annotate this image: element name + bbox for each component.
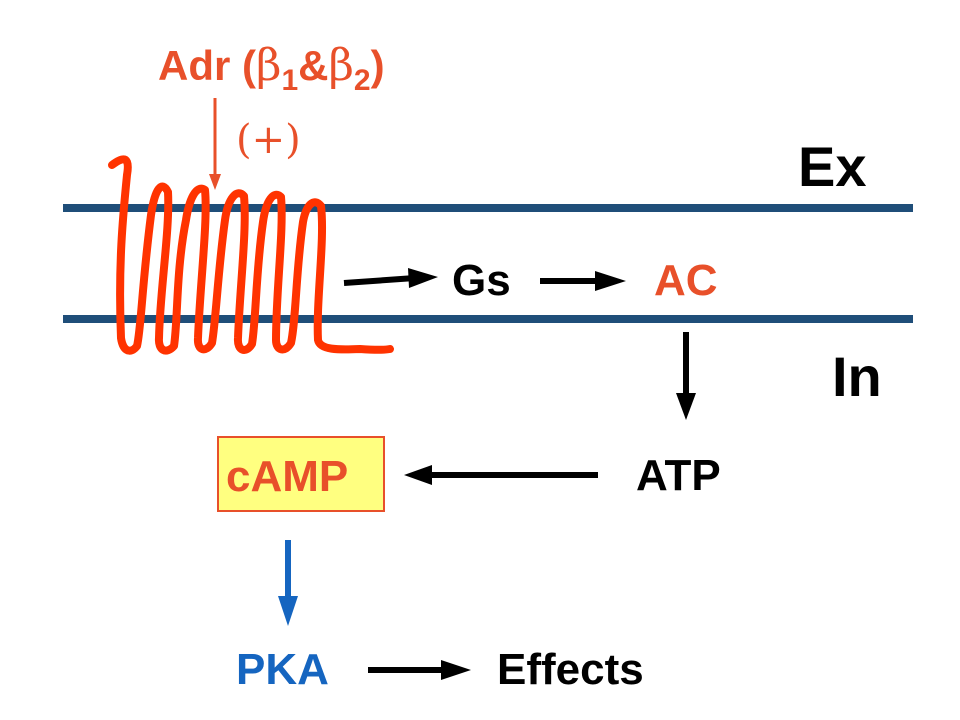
atp-to-camp-arrowhead xyxy=(404,465,432,485)
pka-to-effects-arrowhead xyxy=(441,660,471,680)
agonist-arrowhead xyxy=(209,174,221,190)
atp-label: ATP xyxy=(636,451,721,500)
camp-to-pka-arrowhead xyxy=(278,596,298,626)
camp-box xyxy=(217,436,385,512)
agonist-close-paren: ) xyxy=(370,42,385,89)
receptor-to-gs-arrow xyxy=(343,275,416,286)
receptor-to-gs-arrowhead xyxy=(408,268,438,288)
beta-subscript-1: 1 xyxy=(281,64,299,97)
beta-subscript-2: 2 xyxy=(353,64,371,97)
pka-label: PKA xyxy=(236,645,329,694)
seven-transmembrane-receptor-icon xyxy=(108,155,394,355)
beta-symbol-2: β xyxy=(328,40,354,91)
ac-label: AC xyxy=(654,256,718,305)
ac-to-atp-arrowhead xyxy=(676,393,696,420)
extracellular-label: Ex xyxy=(798,135,867,198)
camp-label: cAMP xyxy=(226,452,349,501)
agonist-name: Adr ( xyxy=(158,42,256,89)
gs-to-ac-arrowhead xyxy=(595,271,626,291)
gs-label: Gs xyxy=(452,256,511,305)
beta-symbol-1: β xyxy=(256,40,282,91)
intracellular-label: In xyxy=(832,345,882,408)
stimulation-label: (+) xyxy=(236,117,301,163)
effects-label: Effects xyxy=(497,645,644,694)
ampersand: & xyxy=(298,42,329,89)
agonist-label: Adr (β1&β2) xyxy=(158,42,385,96)
